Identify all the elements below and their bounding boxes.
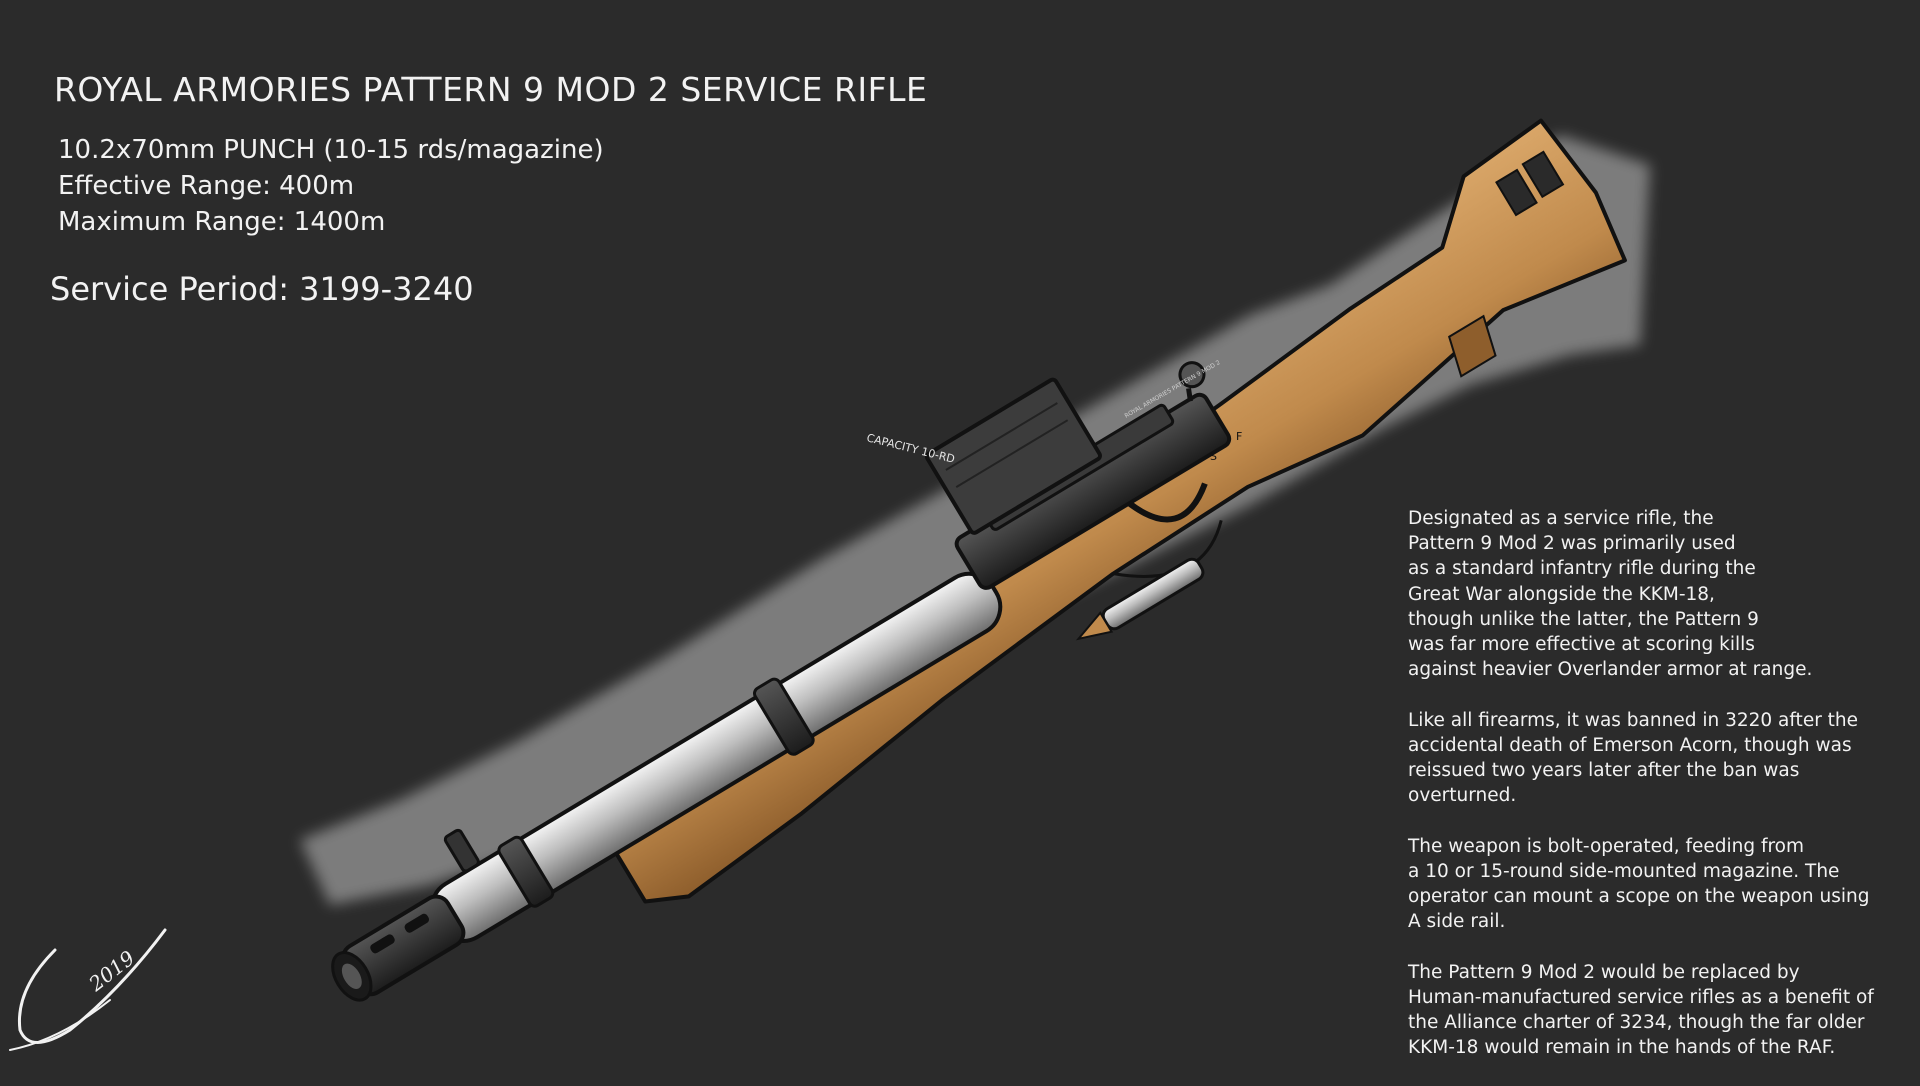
description-line: was far more effective at scoring kills [1408,634,1755,656]
description-line: The Pattern 9 Mod 2 would be replaced by [1408,961,1800,983]
spec-maximum-range: Maximum Range: 1400m [58,207,386,237]
rifle-barrel [331,571,1003,1002]
description-paragraph: Designated as a service rifle, the Patte… [1408,506,1908,682]
description-line: KKM-18 would remain in the hands of the … [1408,1037,1836,1059]
description-block: Designated as a service rifle, the Patte… [1408,506,1908,1086]
description-line: The weapon is bolt-operated, feeding fro… [1408,835,1805,857]
description-line: against heavier Overlander armor at rang… [1408,659,1813,681]
description-line: operator can mount a scope on the weapon… [1408,886,1870,908]
artist-signature: 2019 [9,928,167,1051]
description-line: Human-manufactured service rifles as a b… [1408,986,1874,1008]
selector-mark-safe: S [1210,450,1217,463]
spec-caliber: 10.2x70mm PUNCH (10-15 rds/magazine) [58,135,604,165]
description-line: Pattern 9 Mod 2 was primarily used [1408,533,1736,555]
description-paragraph: The weapon is bolt-operated, feeding fro… [1408,834,1908,935]
description-line: the Alliance charter of 3234, though the… [1408,1012,1865,1034]
description-line: reissued two years later after the ban w… [1408,760,1800,782]
description-line: a 10 or 15-round side-mounted magazine. … [1408,860,1840,882]
spec-list: 10.2x70mm PUNCH (10-15 rds/magazine) Eff… [58,132,604,240]
description-line: overturned. [1408,785,1517,807]
description-paragraph: Like all firearms, it was banned in 3220… [1408,708,1908,809]
rifle-receiver [924,361,1232,590]
spec-effective-range: Effective Range: 400m [58,171,355,201]
page-title: ROYAL ARMORIES PATTERN 9 MOD 2 SERVICE R… [54,70,928,109]
description-line: A side rail. [1408,911,1506,933]
description-line: Designated as a service rifle, the [1408,508,1714,529]
description-line: as a standard infantry rifle during the [1408,558,1756,580]
description-line: accidental death of Emerson Acorn, thoug… [1408,734,1852,756]
service-period: Service Period: 3199-3240 [50,270,474,308]
selector-mark-fire: F [1236,430,1242,443]
description-line: Great War alongside the KKM-18, [1408,583,1715,605]
description-line: though unlike the latter, the Pattern 9 [1408,608,1759,630]
cartridge [1075,557,1205,641]
description-paragraph: The Pattern 9 Mod 2 would be replaced by… [1408,960,1908,1061]
description-line: Like all firearms, it was banned in 3220… [1408,709,1859,731]
